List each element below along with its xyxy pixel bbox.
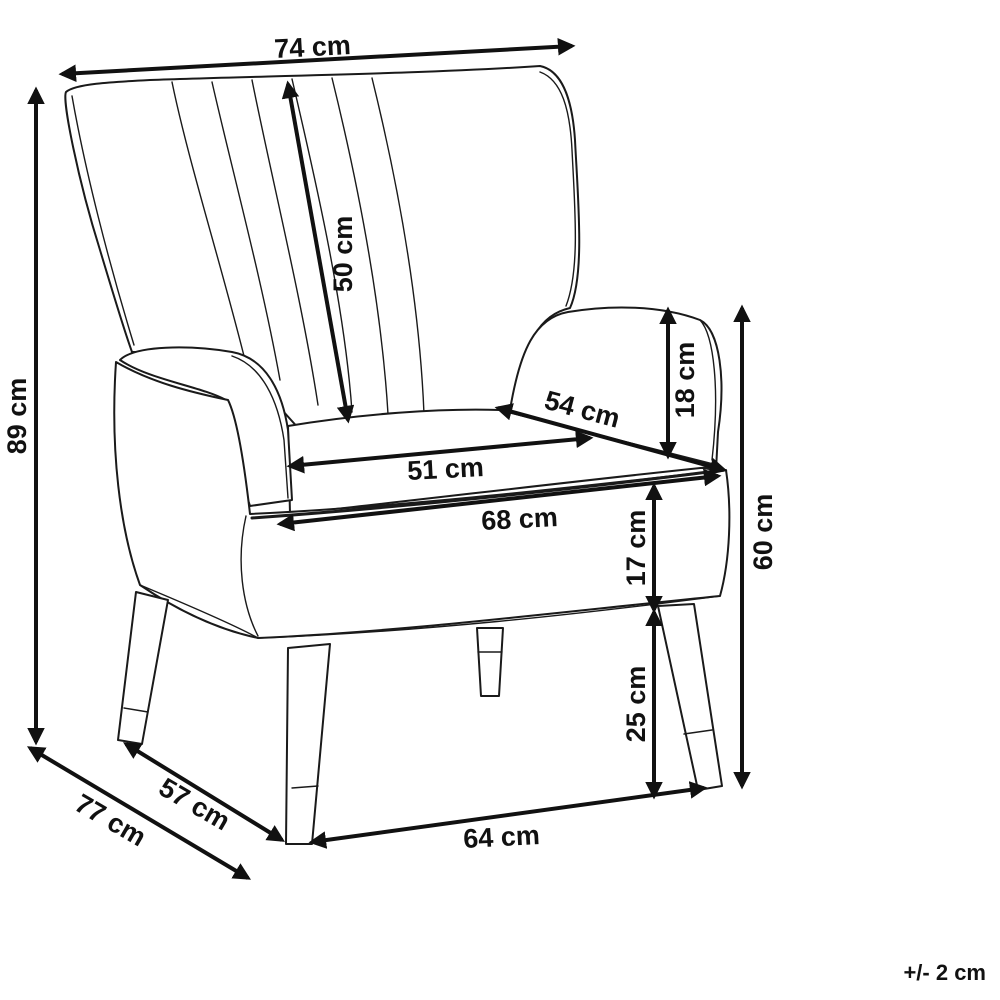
tolerance-note: +/- 2 cm	[903, 960, 986, 985]
dim-line-seat-depth	[494, 403, 728, 475]
front-body	[113, 361, 731, 639]
label-leg-width-span: 64 cm	[463, 820, 541, 854]
label-overall-height: 89 cm	[2, 378, 32, 455]
dimension-lines	[26, 37, 751, 880]
label-backrest-height: 50 cm	[328, 216, 358, 293]
label-seat-thickness: 17 cm	[621, 510, 651, 587]
label-leg-depth-span: 57 cm	[154, 772, 235, 836]
back-leg	[476, 627, 504, 697]
label-overall-width: 74 cm	[274, 30, 352, 64]
dim-line-backrest-height	[281, 80, 355, 424]
label-front-width: 68 cm	[481, 502, 559, 536]
dim-line-front-width	[276, 468, 722, 532]
front-left-leg	[285, 643, 331, 845]
dim-line-leg-width-span	[308, 781, 708, 849]
label-seat-width: 51 cm	[407, 452, 485, 486]
label-leg-height: 25 cm	[621, 666, 651, 743]
dim-line-seat-width	[286, 430, 594, 474]
label-armrest-height: 18 cm	[670, 342, 700, 419]
label-arm-total-height: 60 cm	[748, 494, 778, 571]
dim-line-overall-width	[58, 37, 576, 83]
dim-line-leg-depth-span	[123, 742, 285, 842]
front-right-leg	[657, 603, 723, 791]
rear-left-leg	[117, 591, 169, 745]
